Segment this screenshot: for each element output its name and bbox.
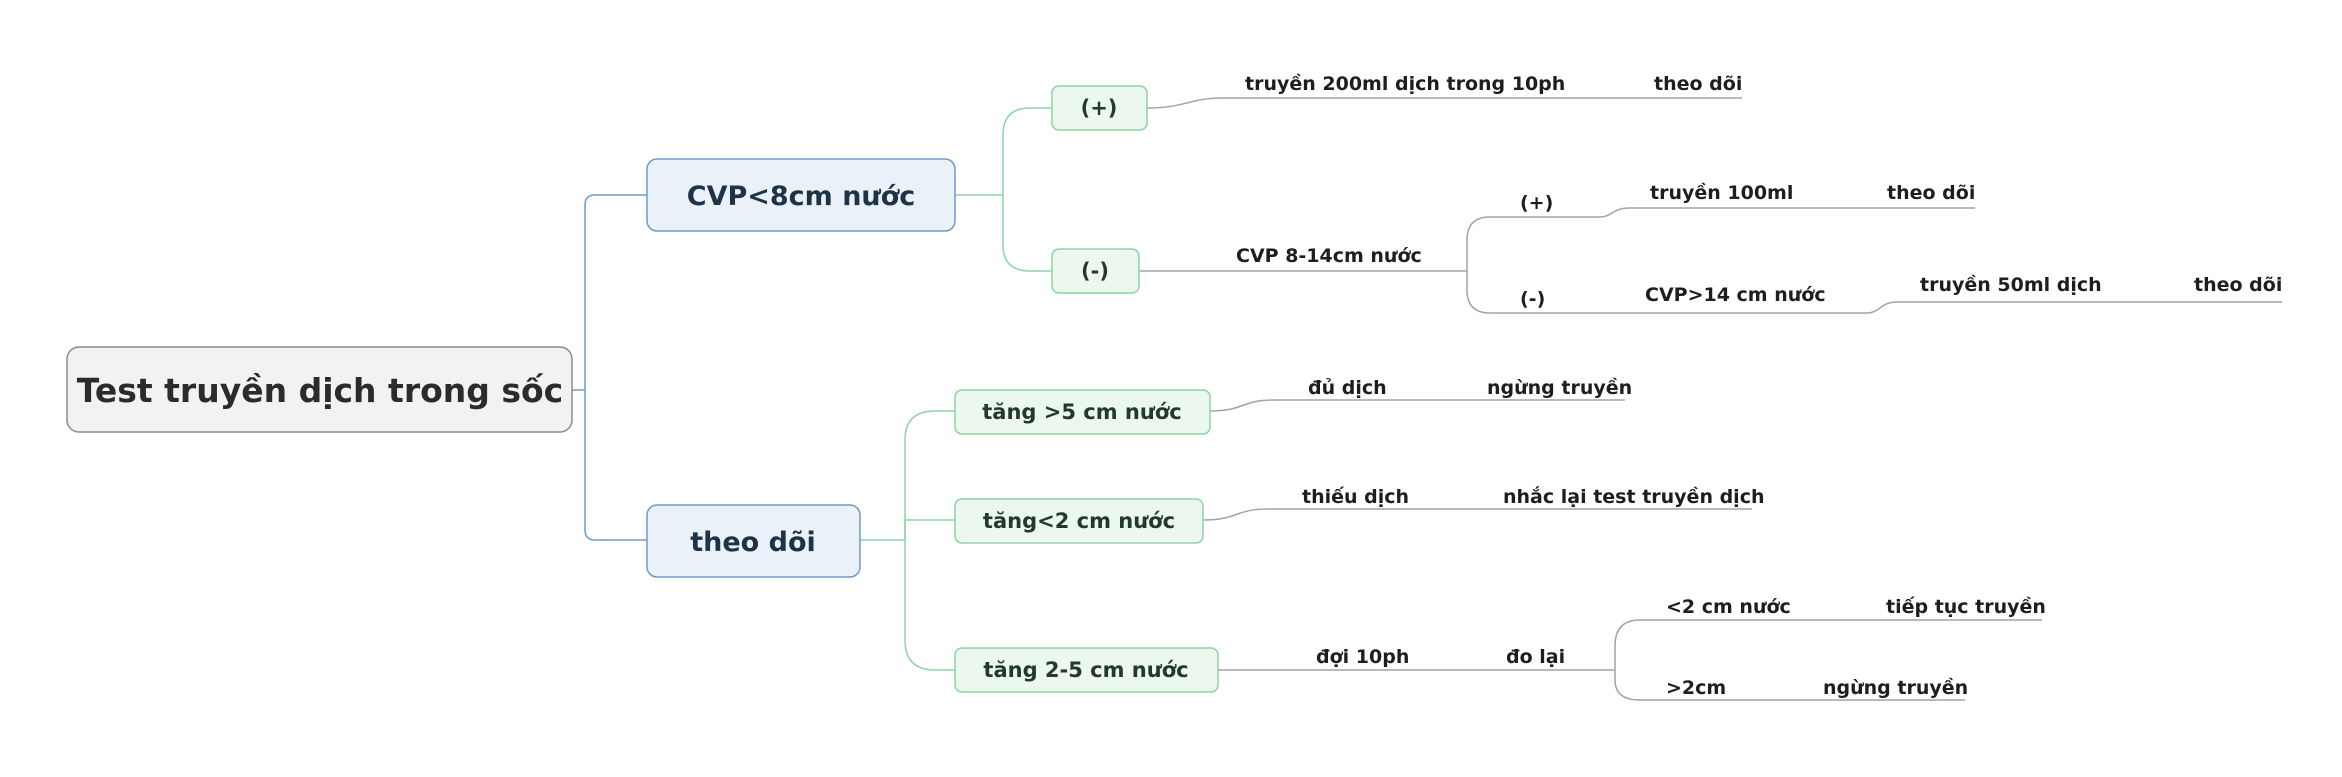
leaf-gt2-cm[interactable]: >2cm	[1666, 677, 1726, 699]
leaf-doi-10ph[interactable]: đợi 10ph	[1316, 646, 1409, 668]
node-theo-doi-label: theo dõi	[690, 527, 816, 558]
node-tang-lt2[interactable]: tăng<2 cm nước	[954, 498, 1204, 544]
leaf-theo-doi-1[interactable]: theo dõi	[1654, 73, 1742, 95]
node-tang-lt2-label: tăng<2 cm nước	[983, 509, 1175, 533]
leaf-lt2-cm[interactable]: <2 cm nước	[1666, 596, 1791, 618]
root-node[interactable]: Test truyền dịch trong sốc	[66, 346, 573, 433]
connectors	[572, 97, 2282, 701]
leaf-truyen-100ml[interactable]: truyền 100ml	[1650, 181, 1793, 204]
node-cvp-label: CVP<8cm nước	[687, 181, 915, 212]
node-tang-2-5-label: tăng 2-5 cm nước	[983, 658, 1188, 682]
node-cvp-negative-label: (-)	[1081, 259, 1109, 283]
leaf-tiep-tuc-truyen[interactable]: tiếp tục truyền	[1886, 595, 2046, 618]
leaf-truyen-200ml[interactable]: truyền 200ml dịch trong 10ph	[1245, 72, 1565, 95]
leaf-nhac-lai-test[interactable]: nhắc lại test truyền dịch	[1503, 485, 1764, 508]
node-cvp[interactable]: CVP<8cm nước	[646, 158, 956, 232]
node-cvp-positive[interactable]: (+)	[1051, 85, 1148, 131]
leaf-cvp-8-14[interactable]: CVP 8-14cm nước	[1236, 245, 1422, 267]
node-theo-doi[interactable]: theo dõi	[646, 504, 861, 578]
root-label: Test truyền dịch trong sốc	[77, 371, 564, 410]
leaf-theo-doi-2[interactable]: theo dõi	[1887, 182, 1975, 204]
leaf-negative-sign[interactable]: (-)	[1520, 288, 1545, 310]
leaf-truyen-50ml[interactable]: truyền 50ml dịch	[1920, 273, 2102, 296]
leaf-do-lai[interactable]: đo lại	[1506, 646, 1565, 668]
node-tang-2-5[interactable]: tăng 2-5 cm nước	[954, 647, 1219, 693]
node-tang-gt5-label: tăng >5 cm nước	[982, 400, 1181, 424]
node-tang-gt5[interactable]: tăng >5 cm nước	[954, 389, 1211, 435]
leaf-du-dich[interactable]: đủ dịch	[1308, 377, 1387, 399]
leaf-cvp-gt14[interactable]: CVP>14 cm nước	[1645, 284, 1826, 306]
node-cvp-positive-label: (+)	[1081, 96, 1118, 120]
leaf-positive-sign[interactable]: (+)	[1520, 192, 1553, 214]
leaf-ngung-truyen-1[interactable]: ngừng truyền	[1487, 376, 1632, 399]
node-cvp-negative[interactable]: (-)	[1051, 248, 1140, 294]
leaf-ngung-truyen-2[interactable]: ngừng truyền	[1823, 676, 1968, 699]
leaf-thieu-dich[interactable]: thiếu dịch	[1302, 485, 1409, 508]
leaf-theo-doi-3[interactable]: theo dõi	[2194, 274, 2282, 296]
